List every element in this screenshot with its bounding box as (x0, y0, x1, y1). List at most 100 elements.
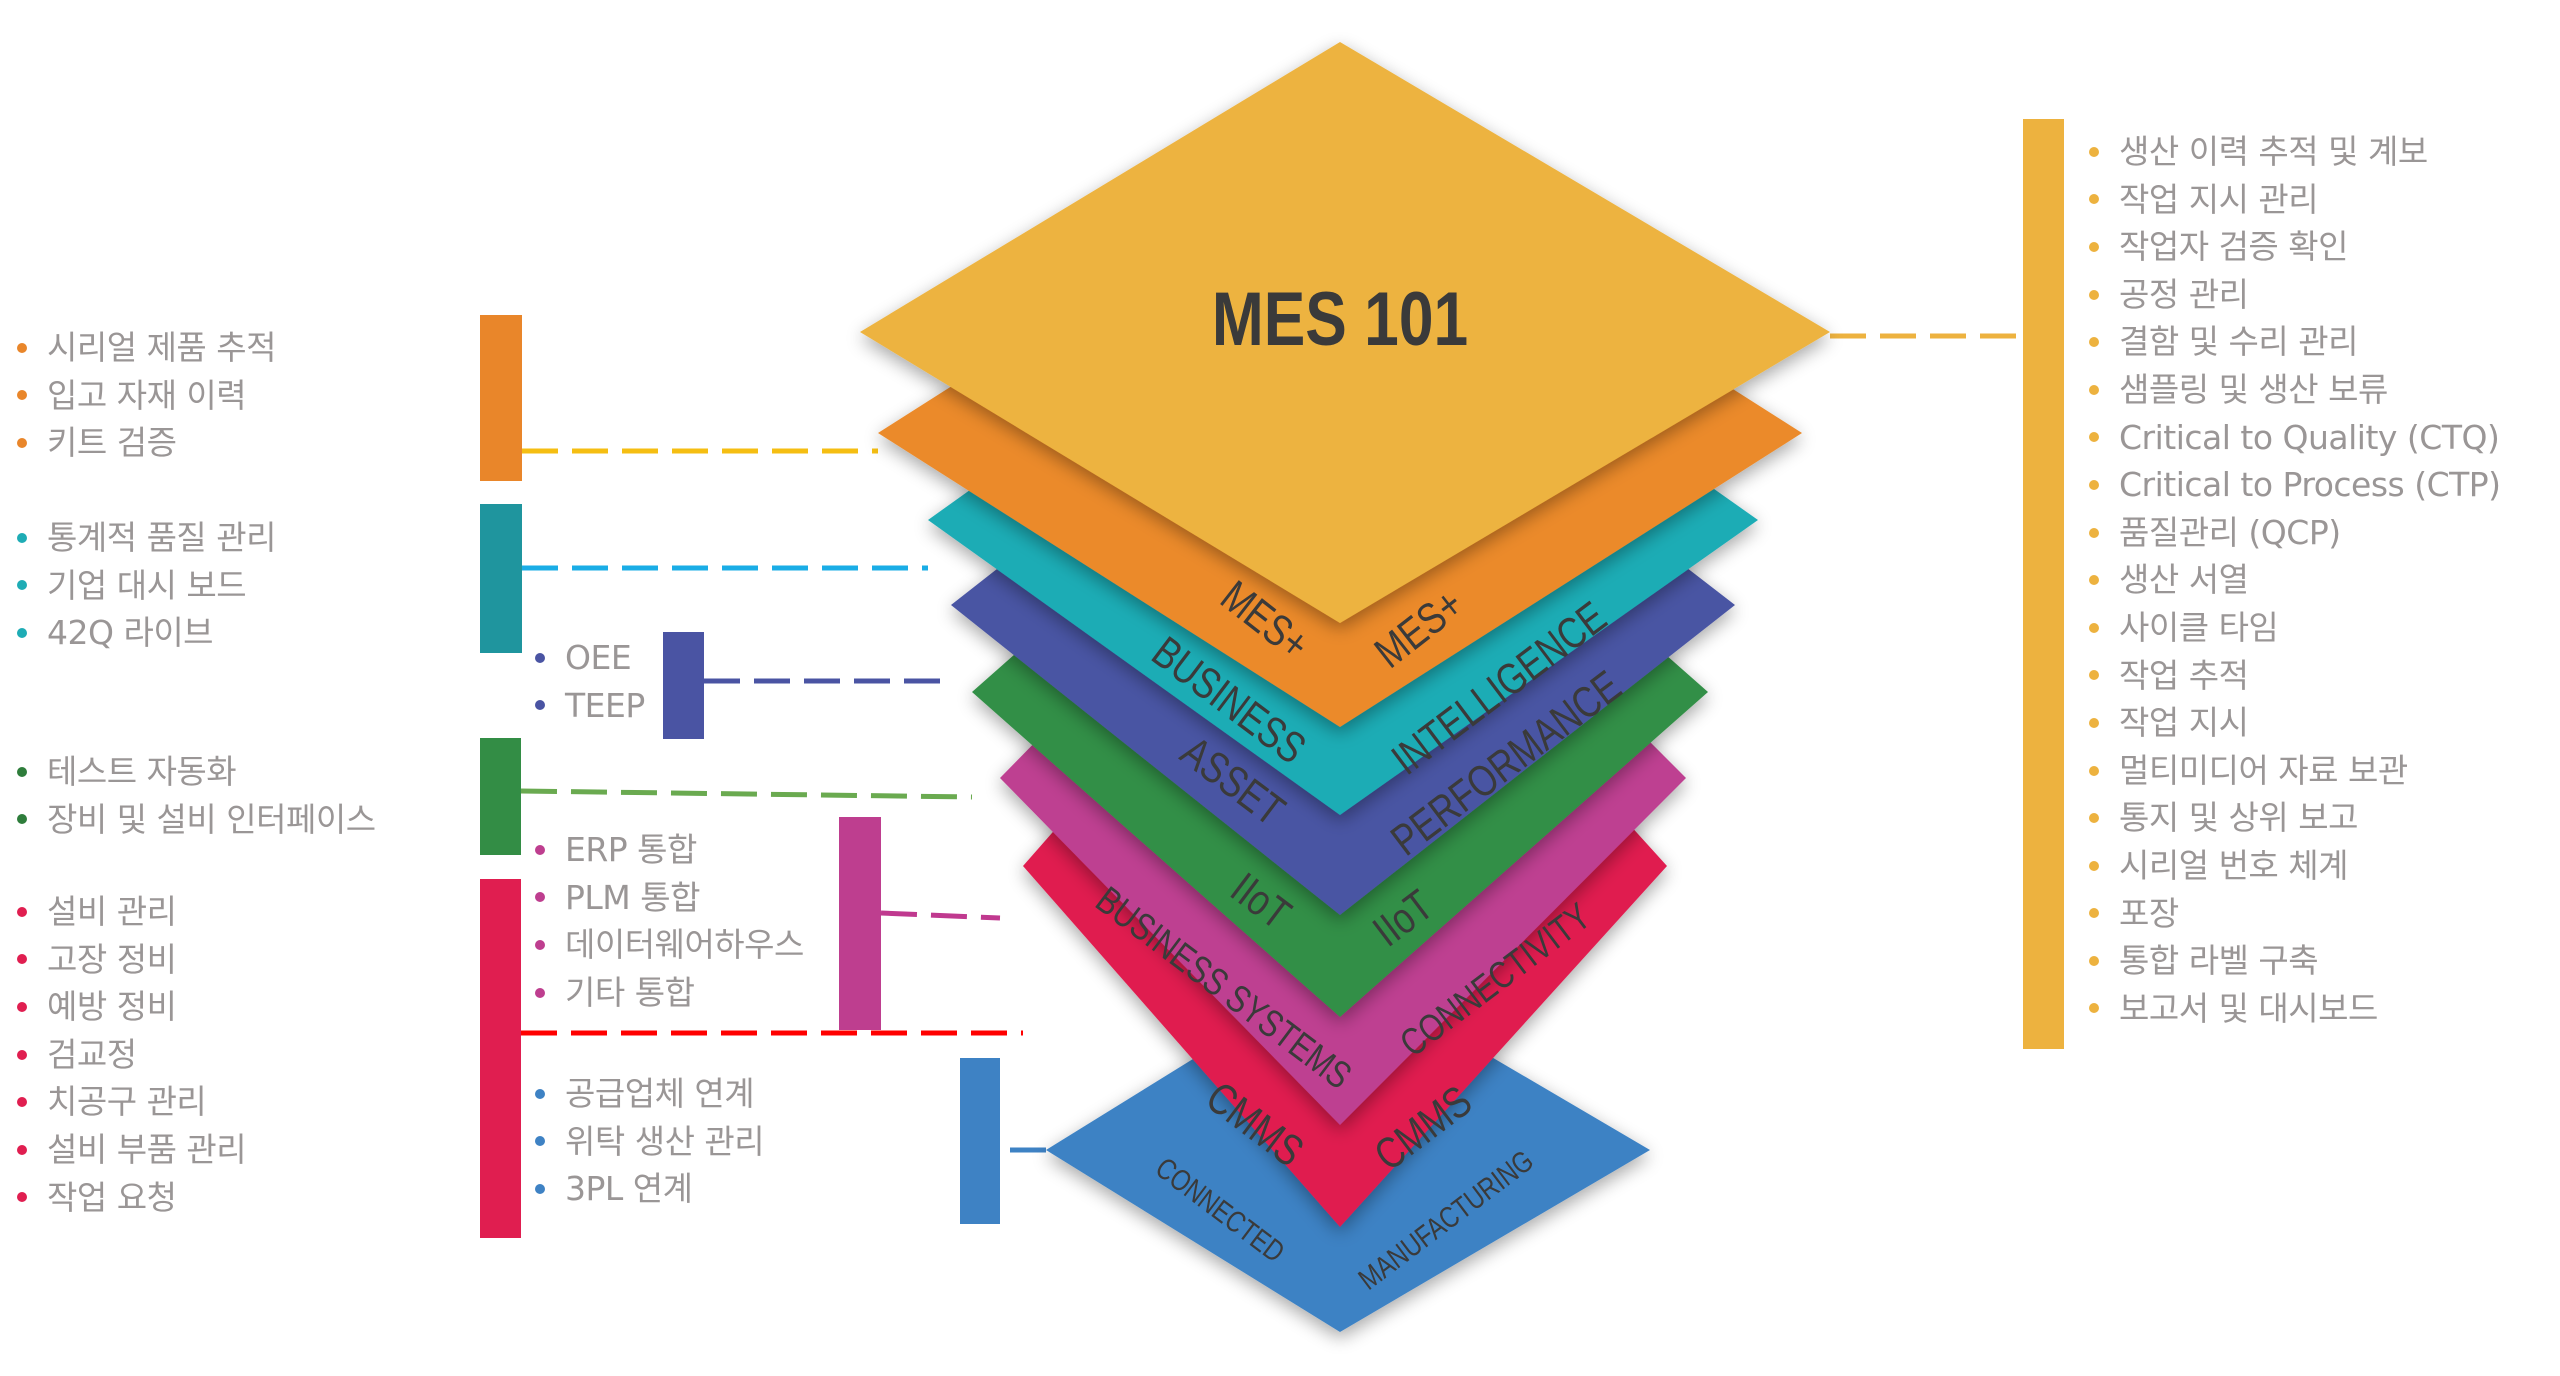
list-item: 설비 관리 (17, 888, 246, 936)
bullet-icon (2089, 432, 2099, 443)
bullet-icon (535, 1136, 545, 1147)
list-item: OEE (535, 634, 645, 682)
list-item: 설비 부품 관리 (17, 1126, 247, 1174)
list-item: 예방 정비 (17, 983, 246, 1031)
list-item: 보고서 및 대시보드 (2089, 985, 2501, 1033)
list-item-text: 설비 관리 (47, 892, 177, 931)
business-intelligence-bar (480, 504, 522, 653)
list-item: 작업 지시 (2089, 699, 2501, 747)
list-item-text: 검교정 (47, 1034, 137, 1074)
list-item: 품질관리 (QCP) (2089, 509, 2501, 557)
list-item-text: OEE (565, 638, 632, 677)
bullet-icon (2089, 955, 2099, 966)
list-item-text: 결함 및 수리 관리 (2119, 322, 2359, 362)
list-item-text: 고장 정비 (47, 939, 177, 979)
list-item-text: 공급업체 연계 (565, 1074, 755, 1113)
list-item-text: 생산 이력 추적 및 계보 (2119, 132, 2428, 171)
bullet-icon (17, 1144, 27, 1155)
list-item: 작업 요청 (17, 1174, 246, 1222)
list-item: 공정 관리 (2089, 271, 2501, 319)
list-item-text: ERP 통합 (565, 830, 697, 869)
bullet-icon (17, 342, 27, 353)
list-item: 통합 라벨 구축 (2089, 937, 2501, 985)
bullet-icon (17, 1097, 27, 1108)
list-item: 통지 및 상위 보고 (2089, 794, 2501, 842)
list-item-text: 입고 자재 이력 (47, 375, 247, 415)
connector-lines (520, 333, 2023, 1153)
list-item-text: 작업자 검증 확인 (2119, 227, 2349, 267)
list-item-text: 멀티미디어 자료 보관 (2119, 750, 2408, 790)
list-item: 3PL 연계 (535, 1165, 764, 1213)
bullet-icon (535, 1088, 545, 1099)
list-item: ERP 통합 (535, 826, 804, 874)
bullet-icon (17, 1001, 27, 1012)
bullet-icon (17, 390, 27, 401)
list-item: 테스트 자동화 (17, 748, 376, 796)
list-item: 시리얼 번호 체계 (2089, 842, 2501, 890)
connector-business-systems (880, 910, 1001, 921)
bullet-icon (535, 1183, 545, 1194)
list-item-text: 3PL 연계 (565, 1169, 693, 1209)
list-item: 통계적 품질 관리 (17, 514, 277, 562)
connected-manufacturing-bar (960, 1058, 1000, 1224)
list-item-text: 품질관리 (QCP) (2119, 512, 2341, 552)
bullet-icon (2089, 860, 2099, 871)
list-item-text: 샘플링 및 생산 보류 (2119, 369, 2388, 409)
bullet-icon (17, 906, 27, 917)
list-item: 공급업체 연계 (535, 1070, 764, 1118)
cmms-bar (480, 879, 521, 1238)
bullet-icon (535, 987, 545, 998)
list-item: 작업 지시 관리 (2089, 176, 2501, 224)
layer-mes-101 (860, 42, 1830, 623)
list-item-text: Critical to Process (CTP) (2119, 465, 2501, 505)
bullet-icon (2089, 384, 2099, 395)
bullet-icon (535, 652, 545, 663)
layers (860, 42, 1830, 1332)
list-item-text: 42Q 라이브 (47, 613, 214, 653)
list-item-text: 기타 통합 (565, 972, 695, 1012)
list-item: Critical to Process (CTP) (2089, 461, 2501, 509)
bullet-icon (2089, 194, 2099, 205)
bullet-icon (2089, 479, 2099, 490)
asset-performance-bar (663, 632, 704, 739)
list-item-text: 키트 검증 (47, 423, 177, 463)
list-item-text: Critical to Quality (CTQ) (2119, 417, 2500, 457)
bullet-icon (2089, 289, 2099, 300)
bullet-icon (17, 580, 27, 591)
list-item: 기타 통합 (535, 969, 804, 1017)
list-item: PLM 통합 (535, 874, 804, 922)
list-item-text: 생산 서열 (2119, 560, 2249, 600)
list-item: 생산 이력 추적 및 계보 (2089, 128, 2501, 176)
bullet-icon (17, 1192, 27, 1203)
list-item: 42Q 라이브 (17, 609, 276, 657)
list-item-text: 시리얼 번호 체계 (2119, 845, 2349, 885)
bullet-icon (2089, 717, 2099, 728)
bullet-icon (2089, 241, 2099, 252)
list-item: 작업자 검증 확인 (2089, 223, 2501, 271)
list-item-text: 위탁 생산 관리 (565, 1121, 765, 1161)
list-item-text: 통합 라벨 구축 (2119, 941, 2319, 981)
list-item: 결함 및 수리 관리 (2089, 318, 2501, 366)
list-item: 데이터웨어하우스 (535, 921, 804, 969)
bullet-icon (17, 814, 27, 825)
diagram-title: MES 101 (1212, 276, 1468, 361)
list-item-text: 통계적 품질 관리 (47, 518, 277, 557)
list-item-text: TEEP (565, 685, 645, 725)
bullet-icon (2089, 337, 2099, 348)
list-item-text: 사이클 타임 (2119, 607, 2279, 647)
business-systems-bar (839, 817, 881, 1030)
list-item: 멀티미디어 자료 보관 (2089, 747, 2501, 795)
list-item-text: 치공구 관리 (47, 1082, 207, 1122)
bullet-icon (535, 892, 545, 903)
list-item: 위탁 생산 관리 (535, 1118, 765, 1166)
list-item: Critical to Quality (CTQ) (2089, 414, 2501, 462)
mes-plus-bar (480, 315, 522, 481)
list-item: 치공구 관리 (17, 1078, 246, 1126)
list-item-text: 예방 정비 (47, 987, 177, 1027)
list-item-text: 시리얼 제품 추적 (47, 328, 277, 367)
